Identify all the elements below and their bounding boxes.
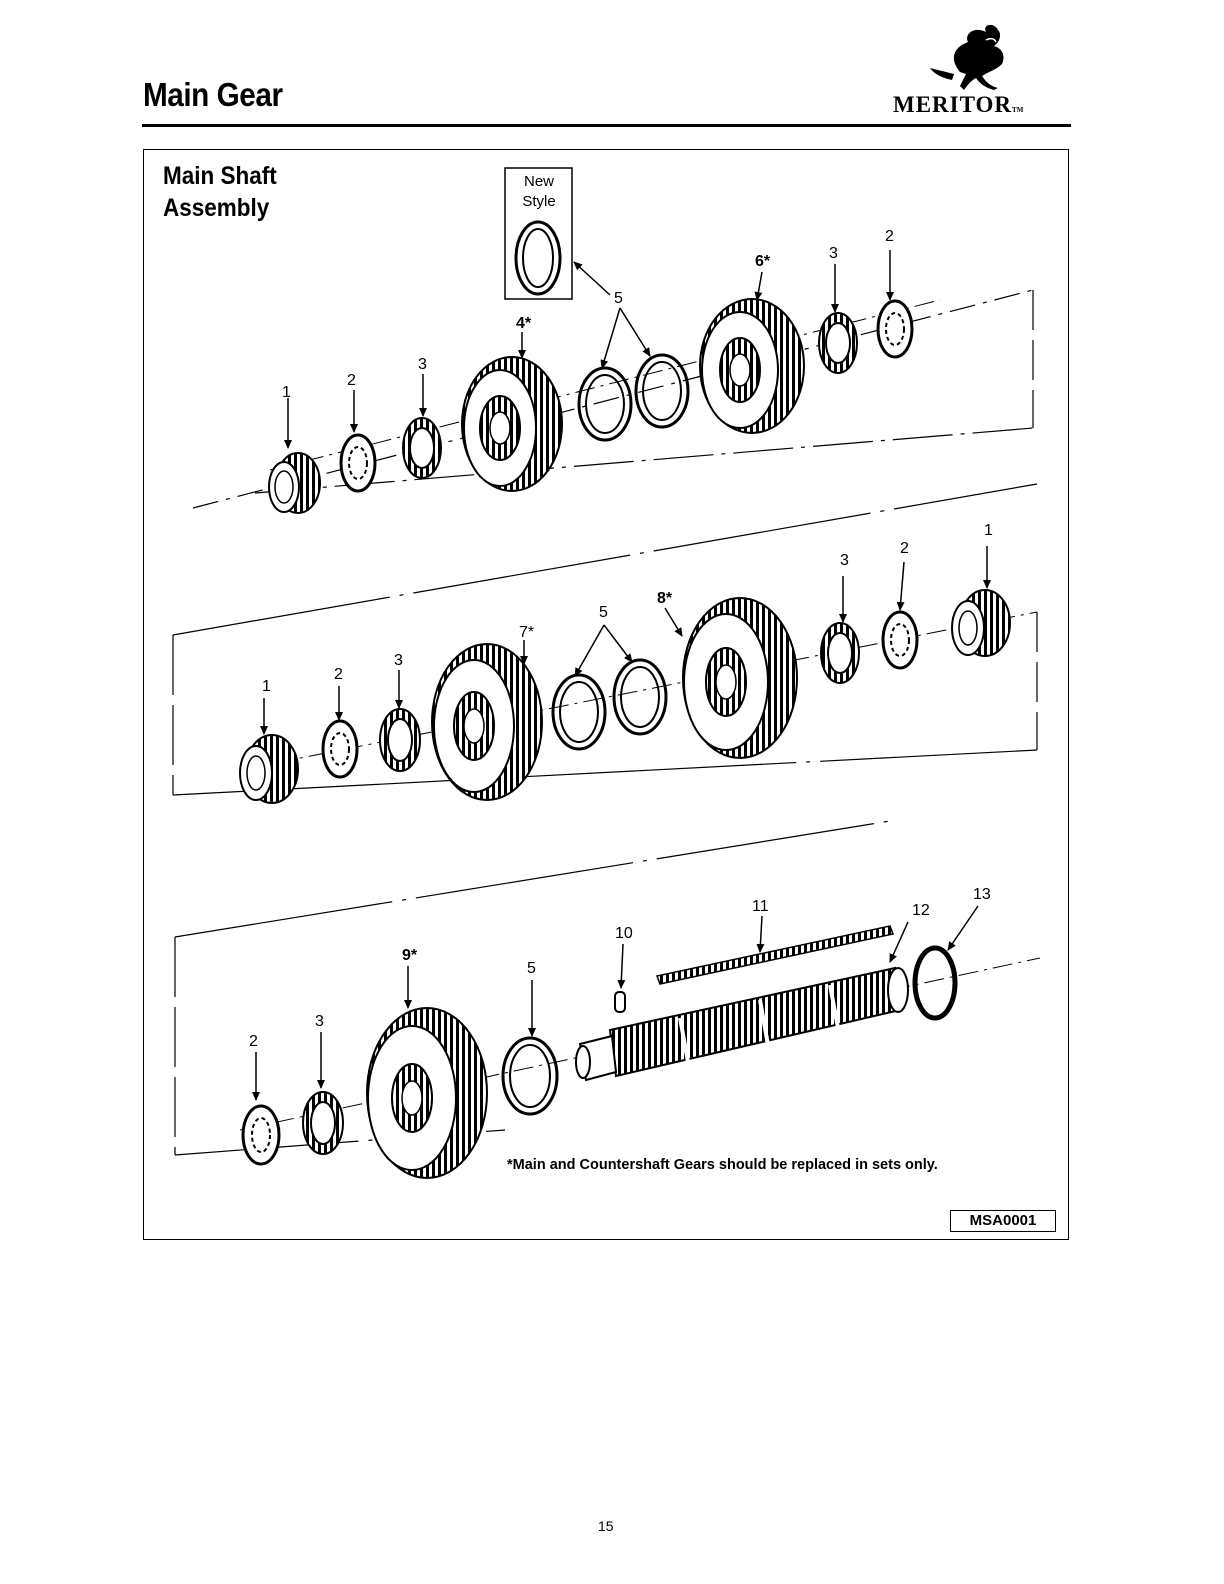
bearing-part-1 <box>239 734 299 804</box>
snap-ring-part-13 <box>912 945 958 1021</box>
figure-title: Main Shaft Assembly <box>163 162 277 222</box>
callout-row2-1b: 1 <box>984 522 993 539</box>
page-title: Main Gear <box>143 76 283 113</box>
snap-ring-part-5 <box>577 353 690 442</box>
callout-row3-13: 13 <box>973 886 991 903</box>
callout-row1-3b: 3 <box>829 245 838 262</box>
callout-row2-1: 1 <box>262 678 271 695</box>
row3-group <box>174 820 1041 1179</box>
ring-part-3 <box>820 622 860 684</box>
brand-wordmark: MERITORTM <box>893 92 1024 117</box>
callout-row1-3: 3 <box>418 356 427 373</box>
callout-row3-9: 9* <box>402 947 418 964</box>
new-style-label: New Style <box>522 173 556 210</box>
bearing-part-1 <box>268 452 321 514</box>
callout-row1-2: 2 <box>347 372 356 389</box>
gear-part-6 <box>699 298 805 434</box>
replacement-note: *Main and Countershaft Gears should be r… <box>507 1157 938 1173</box>
new-style-inset <box>504 167 573 300</box>
washer-part-2 <box>321 719 359 779</box>
gear-part-7 <box>431 643 543 801</box>
callout-row3-11: 11 <box>752 898 769 915</box>
page-number: 15 <box>598 1518 614 1534</box>
callout-row2-2b: 2 <box>900 540 909 557</box>
row1-group <box>192 250 1034 514</box>
gear-part-4 <box>461 356 563 492</box>
washer-part-2 <box>881 610 919 670</box>
key-bar-part-11 <box>655 925 895 985</box>
row2-group <box>172 483 1038 804</box>
callout-row2-7: 7* <box>519 624 535 641</box>
meritor-logo-bird-icon <box>930 24 1004 90</box>
callout-row1-5: 5 <box>614 290 623 307</box>
callout-row1-6: 6* <box>755 253 771 270</box>
callout-row2-2: 2 <box>334 666 343 683</box>
washer-part-2 <box>241 1104 281 1166</box>
ring-part-3 <box>818 312 858 374</box>
ring-part-3 <box>379 708 421 772</box>
callout-row3-12: 12 <box>912 902 930 919</box>
callout-row3-5: 5 <box>527 960 536 977</box>
callout-row2-5: 5 <box>599 604 608 621</box>
snap-ring-part-5 <box>501 1036 559 1116</box>
main-shaft <box>575 966 909 1082</box>
callout-row2-3: 3 <box>394 652 403 669</box>
callout-row2-8: 8* <box>657 590 673 607</box>
gear-part-9 <box>366 1007 488 1179</box>
callout-row1-4: 4* <box>516 315 532 332</box>
figure-id: MSA0001 <box>950 1210 1056 1232</box>
callout-row1-2b: 2 <box>885 228 894 245</box>
callout-row3-10: 10 <box>615 925 633 942</box>
callout-row1-1: 1 <box>282 384 291 401</box>
figure-frame <box>143 149 1069 1240</box>
gear-part-8 <box>682 597 798 759</box>
header-rule <box>142 124 1071 127</box>
key-part-10 <box>614 991 626 1013</box>
bearing-part-1 <box>951 589 1011 657</box>
callout-row2-3b: 3 <box>840 552 849 569</box>
snap-ring-part-5 <box>551 658 668 751</box>
ring-part-3 <box>402 417 442 479</box>
ring-part-3 <box>302 1091 344 1155</box>
callout-row3-3: 3 <box>315 1013 324 1030</box>
washer-part-2 <box>339 433 377 493</box>
callout-row3-2: 2 <box>249 1033 258 1050</box>
washer-part-2 <box>876 299 914 359</box>
